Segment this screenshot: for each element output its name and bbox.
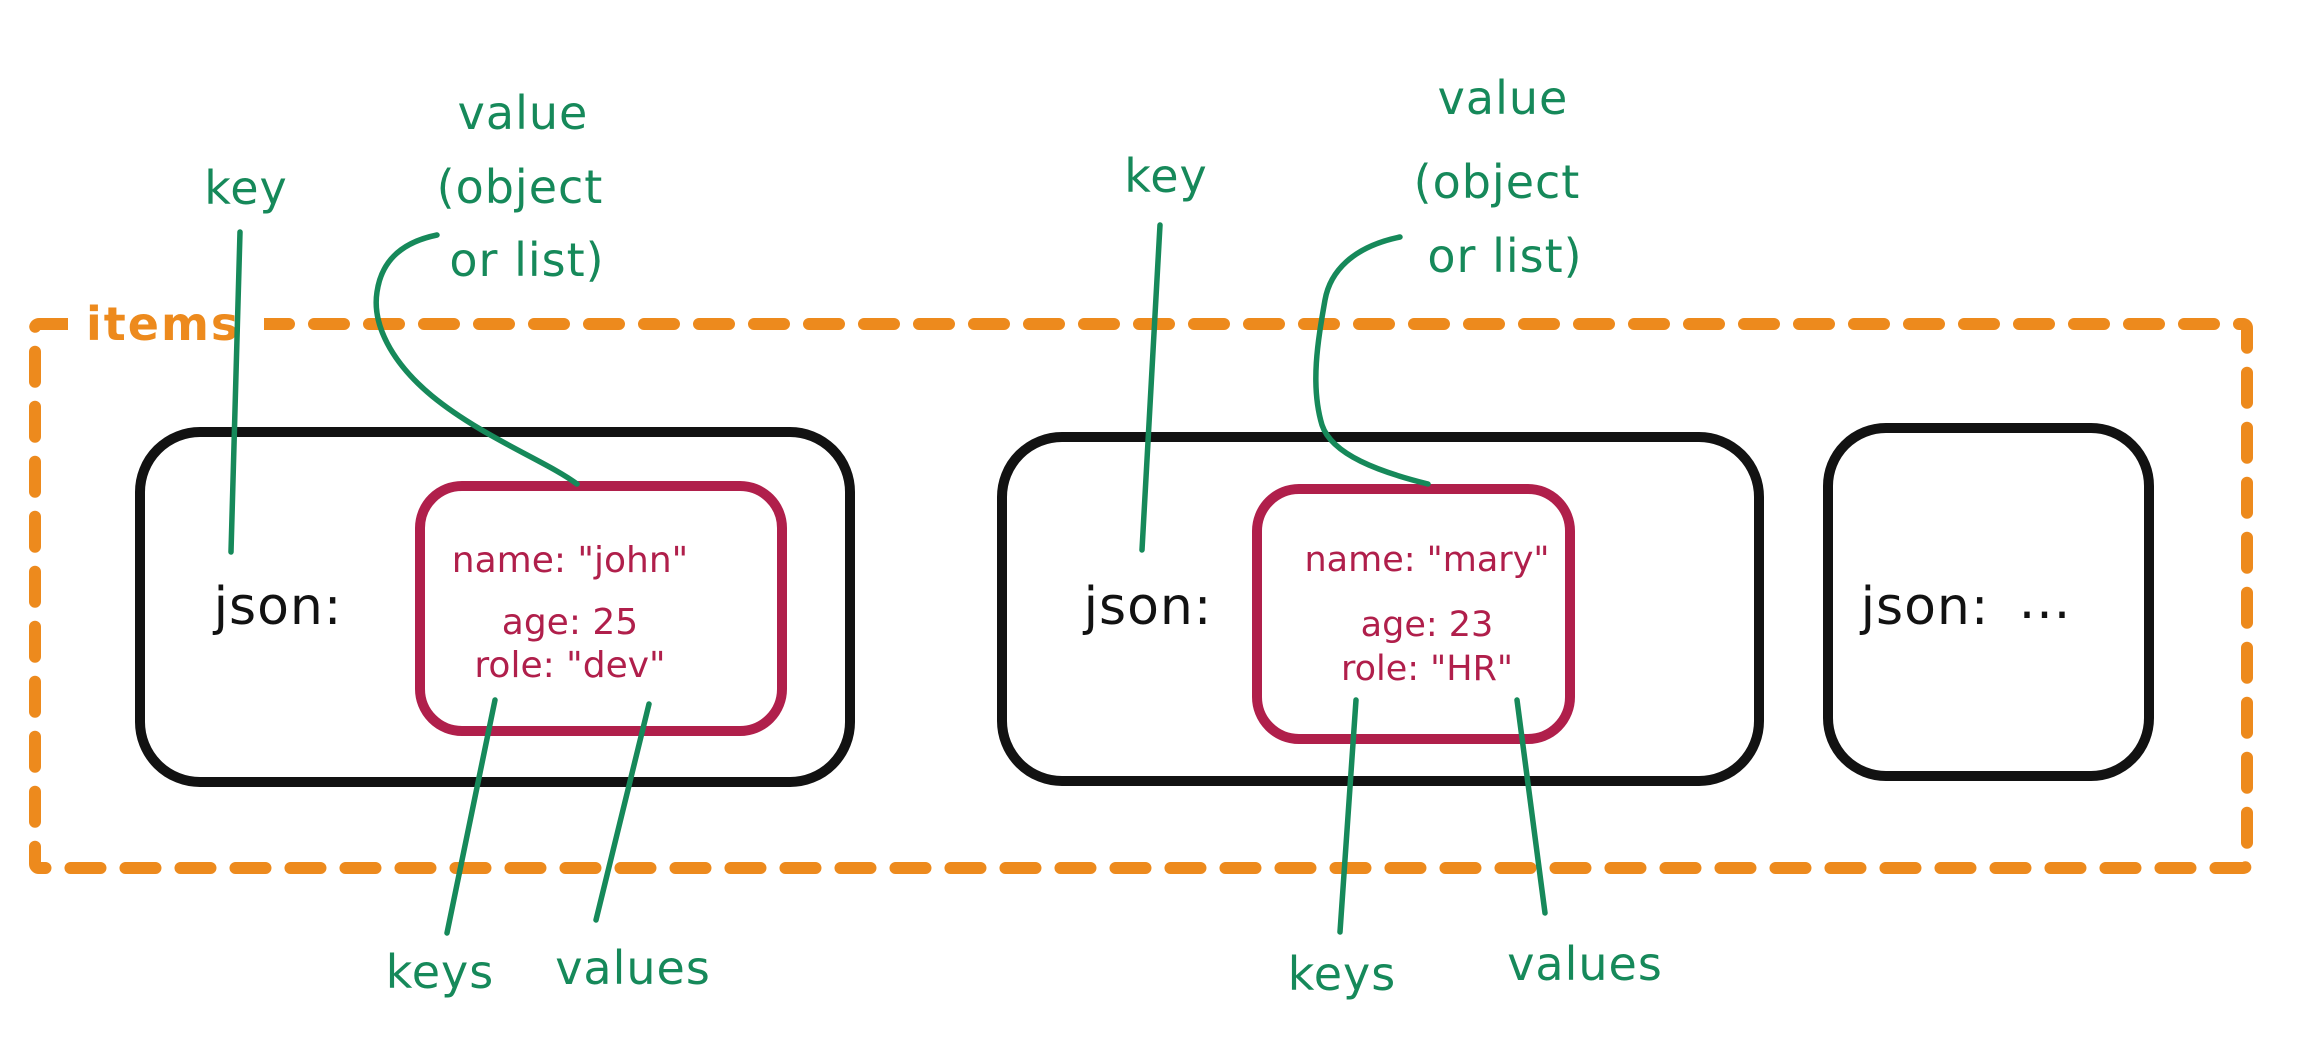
object-line-role-2: role: "HR" (1341, 649, 1513, 689)
record-1: json: name: "john" age: 25 role: "dev" (135, 427, 855, 787)
value-annotation-2-line1: value (1438, 71, 1569, 125)
object-line-name-2: name: "mary" (1304, 540, 1549, 580)
annotations-1: key value (object or list) keys values (204, 86, 711, 999)
values-annotation-2: values (1507, 937, 1663, 991)
object-line-name-1: name: "john" (452, 540, 688, 581)
object-line-age-1: age: 25 (502, 602, 638, 643)
json-key-label-3: json: (1860, 577, 1990, 637)
key-connector-1 (228, 229, 243, 555)
object-box-1 (415, 481, 787, 736)
json-key-label-2: json: (1083, 577, 1213, 637)
json-key-label-1: json: (213, 577, 343, 637)
json-ellipsis-label: ... (2019, 571, 2072, 631)
values-annotation-1: values (555, 941, 711, 995)
keys-annotation-1: keys (386, 945, 495, 999)
key-annotation-1: key (204, 161, 288, 215)
keys-connector-2 (1337, 697, 1359, 935)
object-line-age-2: age: 23 (1361, 605, 1494, 645)
value-annotation-2-line3: or list) (1427, 229, 1582, 283)
record-box-2 (997, 432, 1764, 786)
record-box-3 (1823, 423, 2154, 781)
keys-connector-1 (444, 697, 498, 936)
values-connector-1 (593, 701, 652, 923)
items-container-border (29, 318, 2253, 874)
value-annotation-1-line3: or list) (449, 233, 604, 287)
value-annotation-2-line2: (object (1414, 155, 1581, 209)
keys-annotation-2: keys (1288, 947, 1397, 1001)
record-box-1 (135, 427, 855, 787)
value-connector-2 (1313, 234, 1431, 487)
values-connector-2 (1514, 697, 1548, 916)
value-connector-1 (373, 232, 580, 487)
items-label: items (86, 297, 240, 351)
key-connector-2 (1139, 222, 1163, 553)
object-line-role-1: role: "dev" (474, 645, 665, 686)
value-annotation-1-line1: value (458, 86, 589, 140)
record-2: json: name: "mary" age: 23 role: "HR" (997, 432, 1764, 786)
value-annotation-1-line2: (object (437, 160, 604, 214)
annotations-2: key value (object or list) keys values (1124, 71, 1663, 1001)
record-3: json: ... (1823, 423, 2154, 781)
object-box-2 (1252, 484, 1575, 744)
key-annotation-2: key (1124, 149, 1208, 203)
items-label-backdrop (68, 296, 264, 350)
